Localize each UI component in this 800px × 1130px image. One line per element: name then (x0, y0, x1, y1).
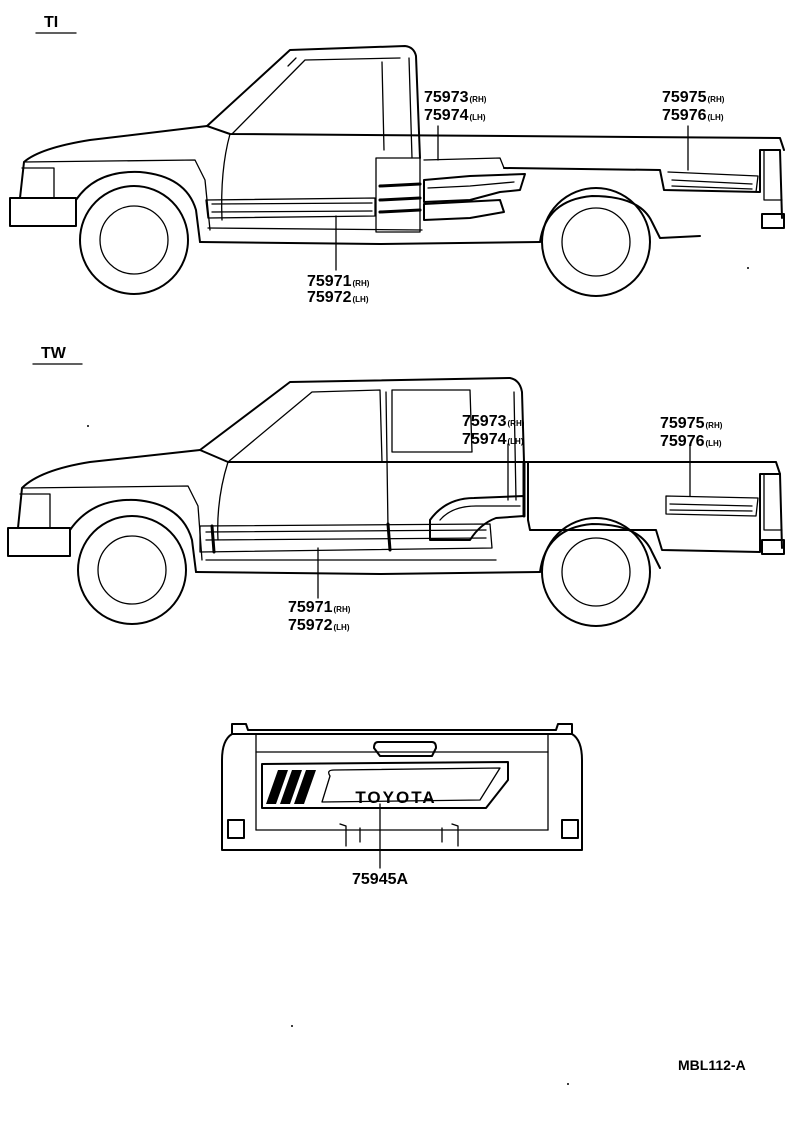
cab-bed-gap (375, 157, 421, 233)
section-label-ti: TI (44, 14, 58, 31)
hood-outline (17, 449, 201, 529)
svg-text:75973(RH): 75973(RH) (424, 89, 487, 106)
headlamp (21, 167, 55, 199)
rocker-panel-lower (207, 227, 423, 231)
front-wheel-arch (75, 170, 201, 243)
svg-text:75976(LH): 75976(LH) (660, 433, 722, 450)
door-front-edge (217, 461, 229, 541)
rear-tire (541, 187, 651, 297)
rocker-stripe-marks (210, 522, 392, 554)
front-tire (79, 185, 189, 295)
callout-tw-mid: 75973(RH) 75974(LH) (462, 413, 525, 448)
rear-tire (541, 517, 651, 627)
tailgate-outer-panel (221, 733, 583, 851)
svg-text:75972(LH): 75972(LH) (307, 289, 369, 306)
cab-roof-outline (199, 377, 525, 463)
truck-ti-side-view (9, 45, 785, 297)
rear-wheel-arch (539, 195, 701, 243)
rocker-stripe-inner (205, 529, 487, 541)
rear-bumper (761, 539, 785, 555)
front-window (227, 389, 383, 463)
headlamp (19, 493, 51, 529)
vent-window (287, 57, 297, 67)
rear-quarter-stripe (429, 495, 525, 541)
fender-line (23, 159, 211, 231)
svg-text:75973(RH): 75973(RH) (462, 413, 525, 430)
cab-back-edge (513, 391, 517, 501)
callout-tw-bed: 75975(RH) 75976(LH) (660, 415, 723, 450)
bed-front-panel (423, 157, 505, 169)
rear-bumper (761, 213, 785, 229)
tail-lamp (763, 149, 783, 201)
rear-wheel (561, 537, 631, 607)
belt-line (199, 449, 781, 475)
bed-stripe-outline (667, 171, 759, 193)
front-tire (77, 515, 187, 625)
bed-stripe-inner (669, 503, 753, 512)
truck-tw-side-view (7, 377, 785, 627)
bed-lower-stripe (423, 199, 505, 221)
front-wheel-arch (69, 498, 197, 573)
tailgate-decal-outline (261, 761, 509, 809)
left-tail-lamp (227, 819, 245, 839)
bed-front-stripe (423, 173, 526, 203)
b-pillar (381, 61, 385, 151)
tailgate-hinge-marks (339, 823, 459, 847)
gap-stripe-marks (378, 182, 422, 214)
door-front-edge (221, 133, 231, 221)
rear-window (391, 389, 473, 453)
section-label-tw: TW (41, 345, 67, 362)
b-pillar (385, 391, 389, 529)
svg-text:75974(LH): 75974(LH) (424, 107, 486, 124)
lower-sill (199, 241, 541, 245)
right-tail-lamp (561, 819, 579, 839)
section-tw: TW (7, 345, 785, 634)
svg-text:75976(LH): 75976(LH) (662, 107, 724, 124)
callout-tw-rocker: 75971(RH) 75972(LH) (288, 599, 351, 634)
fender-line (21, 485, 203, 561)
rear-quarter-stripe-inner (439, 505, 521, 521)
cab-back-edge (408, 57, 413, 159)
callout-ti-rocker: 75971(RH) 75972(LH) (307, 273, 370, 306)
bed-side-outline (527, 461, 783, 553)
tailgate-view: TOYOTA 75945A (221, 723, 583, 888)
svg-text:75975(RH): 75975(RH) (660, 415, 723, 432)
bed-side-outline (503, 149, 783, 219)
bed-stripe-inner (671, 179, 753, 190)
svg-text:75971(RH): 75971(RH) (307, 273, 370, 290)
rocker-stripe (205, 197, 376, 219)
callout-ti-bed: 75975(RH) 75976(LH) (662, 89, 725, 124)
callout-tailgate: 75945A (352, 871, 408, 888)
drawing-code: MBL112-A (678, 1057, 746, 1073)
tailgate-handle (373, 741, 437, 757)
section-ti: TI (9, 14, 785, 306)
bed-stripe-outline (665, 495, 759, 517)
svg-text:75971(RH): 75971(RH) (288, 599, 351, 616)
rocker-stripe-inner (211, 202, 373, 213)
front-bumper (7, 527, 71, 557)
belt-line (206, 125, 785, 151)
tail-lamp (763, 473, 783, 531)
svg-text:75975(RH): 75975(RH) (662, 89, 725, 106)
decal-stripes (266, 770, 316, 804)
toyota-emblem-text: TOYOTA (355, 788, 436, 807)
svg-text:75974(LH): 75974(LH) (462, 431, 524, 448)
rocker-stripe (199, 523, 493, 553)
cab-roof-outline (206, 45, 421, 159)
callout-ti-mid: 75973(RH) 75974(LH) (424, 89, 487, 124)
rear-wheel-arch (539, 523, 661, 573)
bed-front-stripe-inner (427, 181, 515, 189)
rear-wheel (561, 207, 631, 277)
window-frame (231, 57, 401, 135)
front-wheel (97, 535, 167, 605)
lower-sill (195, 571, 541, 575)
front-wheel (99, 205, 169, 275)
scan-specks (87, 267, 749, 1085)
tailgate-top-rail (231, 723, 573, 735)
svg-text:75972(LH): 75972(LH) (288, 617, 350, 634)
tailgate-decal-inner (321, 767, 501, 803)
front-bumper (9, 197, 77, 227)
